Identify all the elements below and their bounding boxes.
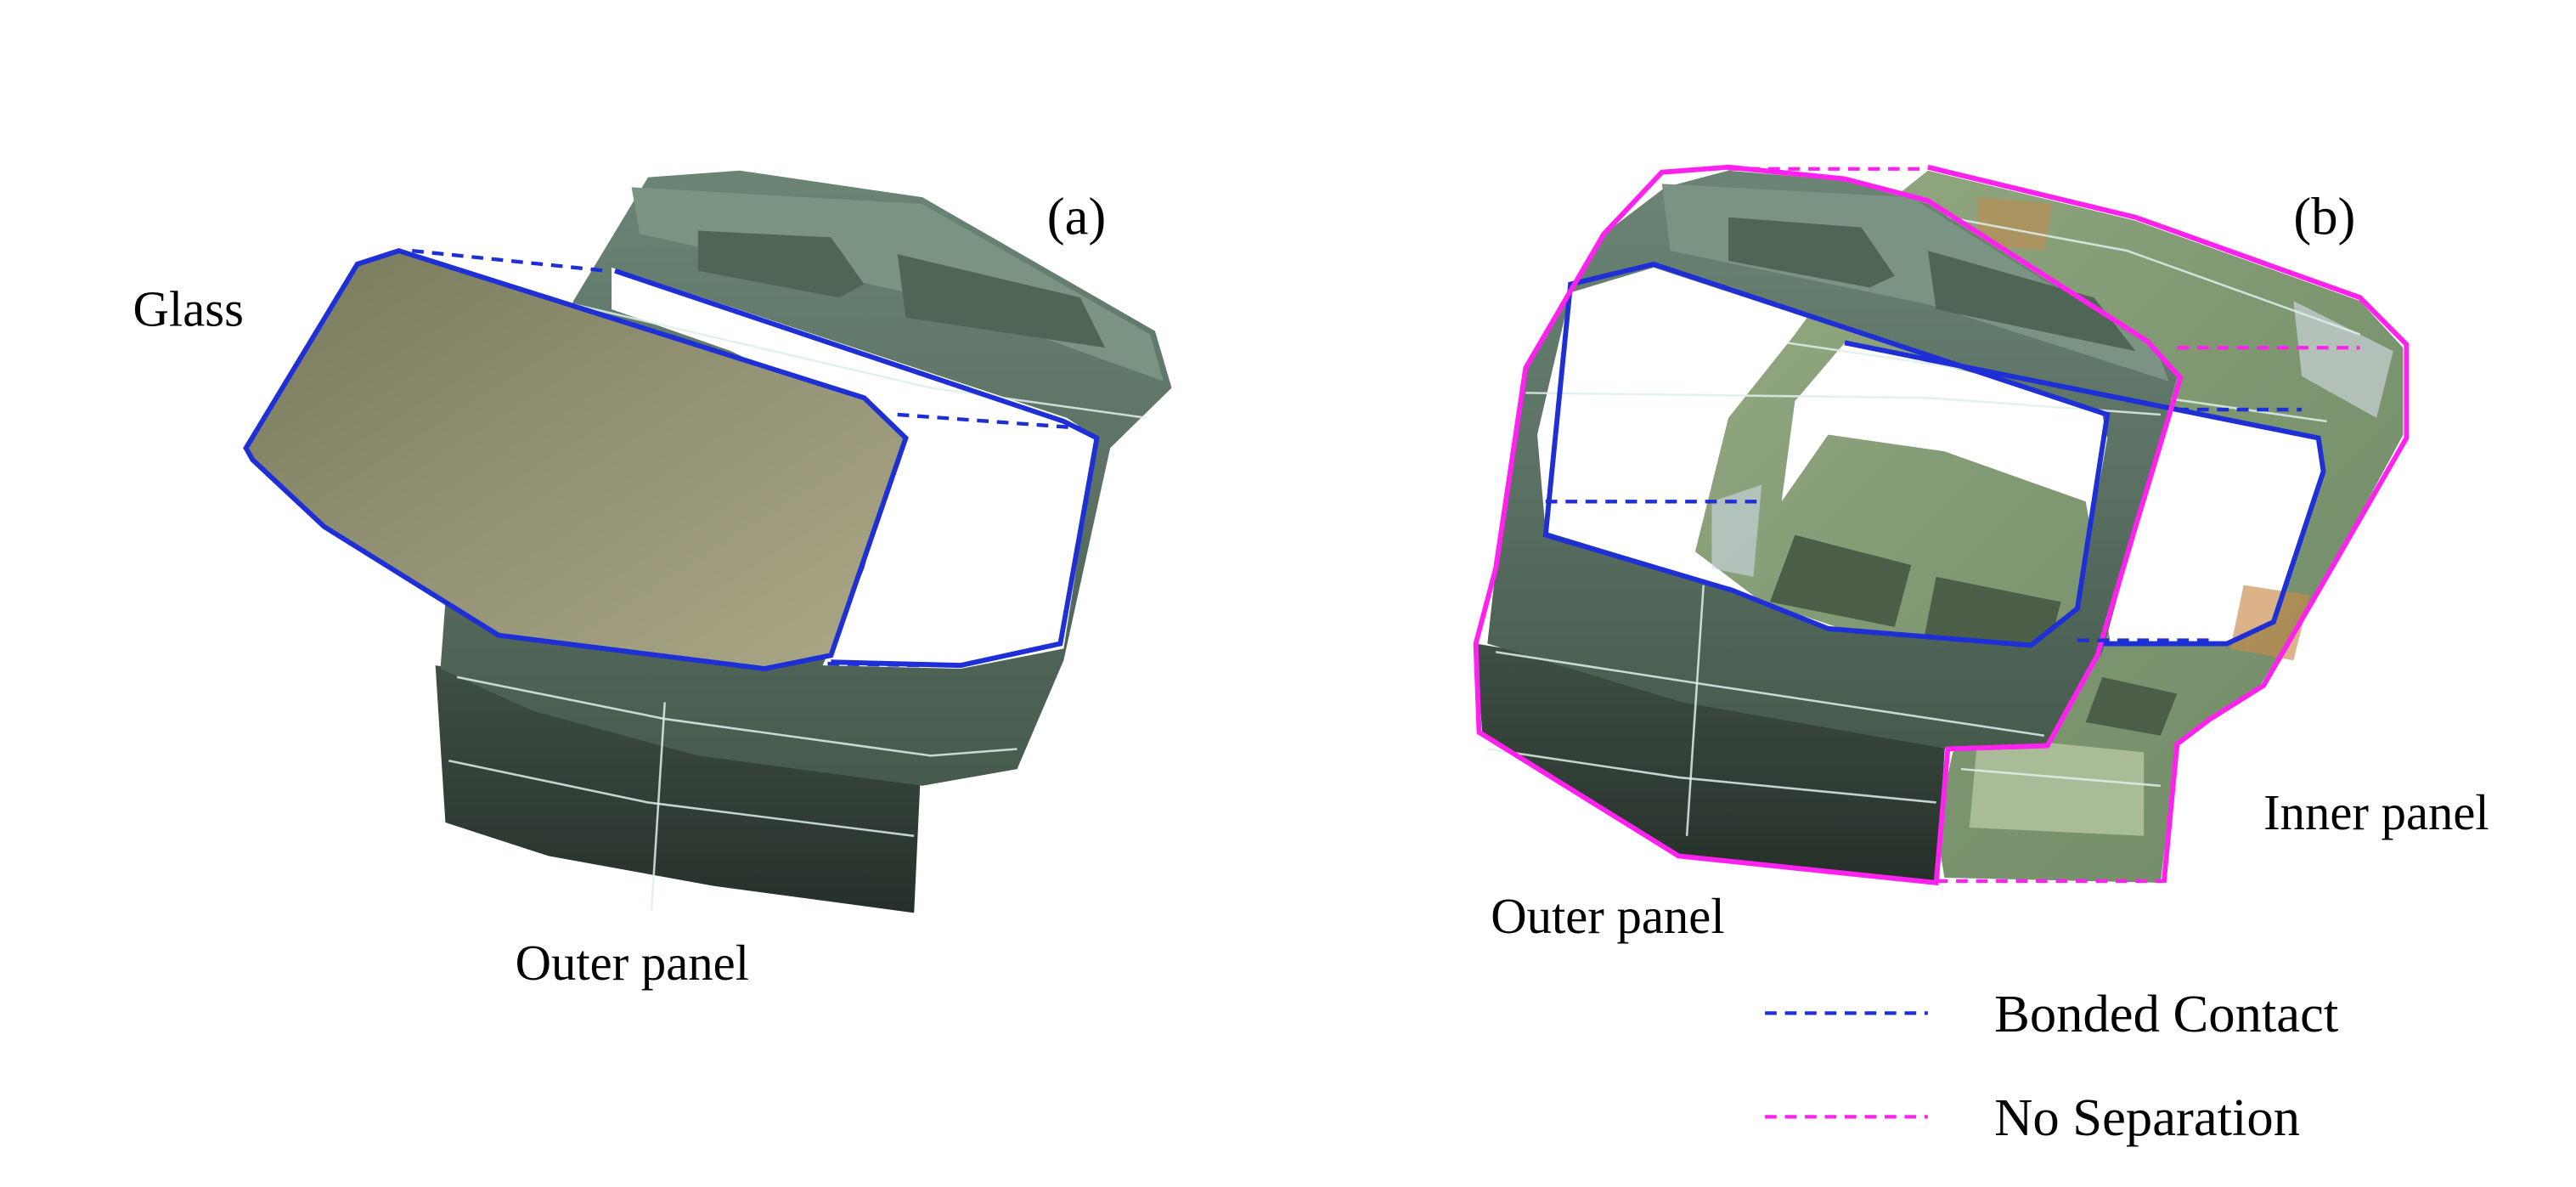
bonded-connector-a-top xyxy=(412,248,607,273)
inner-panel-b-label: Inner panel xyxy=(2263,785,2489,840)
panel-a: (a) Glass Outer panel xyxy=(133,170,1172,991)
glass-a xyxy=(243,248,909,672)
legend-label-no-separation: No Separation xyxy=(1994,1088,2300,1147)
bonded-rim-b-outer xyxy=(1542,261,2111,648)
bonded-rim-b-inner xyxy=(1844,340,2326,647)
legend: Bonded Contact No Separation xyxy=(1765,984,2339,1147)
bonded-connector-a-bottom xyxy=(827,661,923,668)
panel-b: (b) xyxy=(1473,164,2489,944)
legend-label-bonded-contact: Bonded Contact xyxy=(1994,984,2339,1043)
outer-panel-b-label: Outer panel xyxy=(1491,889,1724,944)
outer-panel-a-label: Outer panel xyxy=(516,935,749,991)
no-separation-outline-inner xyxy=(1927,164,2410,884)
panel-a-tag: (a) xyxy=(1047,186,1106,246)
no-separation-outline-outer xyxy=(1473,164,2184,886)
panel-b-tag: (b) xyxy=(2293,186,2355,246)
glass-label: Glass xyxy=(133,282,244,337)
bonded-rim-a xyxy=(614,268,1100,669)
bonded-connector-a-right xyxy=(897,412,1081,430)
outer-panel-b xyxy=(1475,170,2178,883)
